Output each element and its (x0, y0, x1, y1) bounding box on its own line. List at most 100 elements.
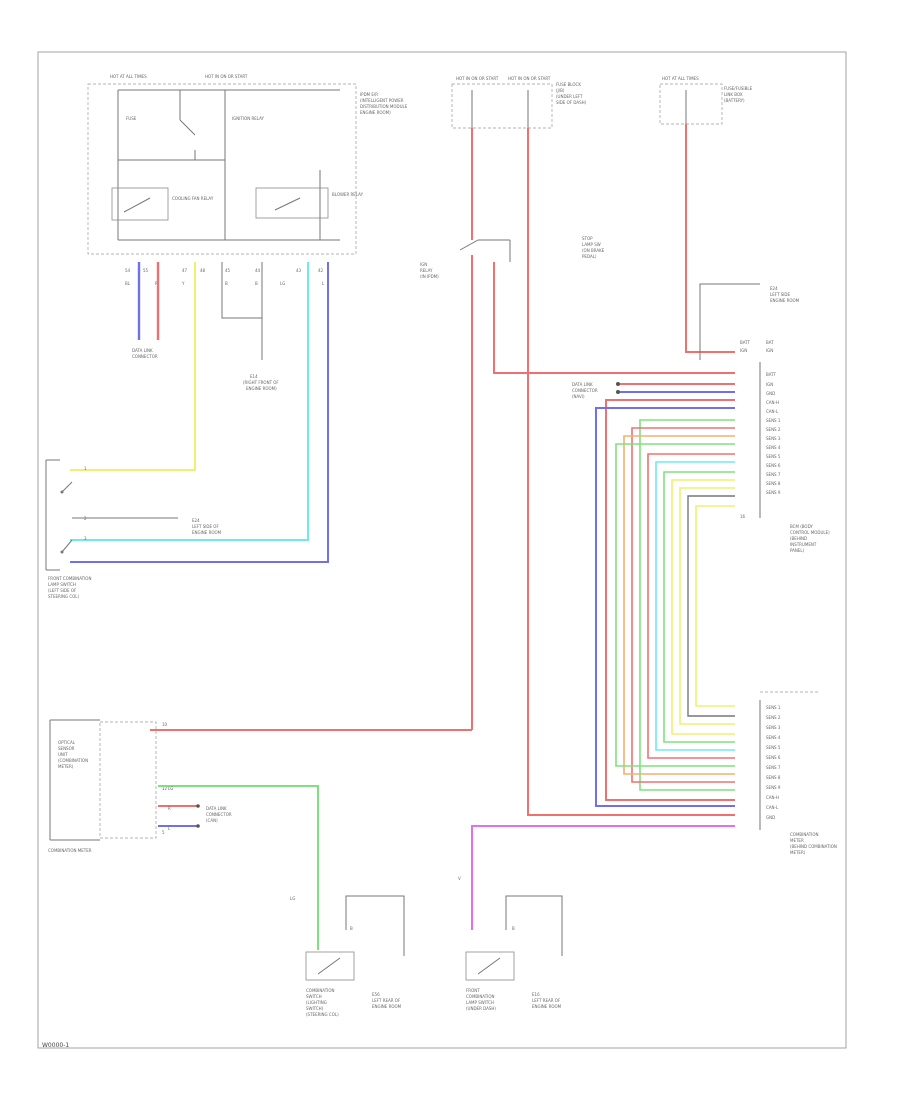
svg-text:IGN: IGN (420, 262, 427, 267)
stop-lamp-switch: STOP LAMP SW (ON BRAKE PEDAL) (582, 236, 605, 259)
svg-text:COMBINATION: COMBINATION (790, 832, 819, 837)
ipdm-pins: 54 55 47 48 45 44 43 42 BL R Y B B LG L (125, 268, 325, 286)
svg-text:SWITCH): SWITCH) (306, 1006, 324, 1011)
combination-meter-connector: SENS 1 SENS 2 SENS 3 SENS 4 SENS 5 SENS … (759, 691, 837, 855)
svg-text:SENS 4: SENS 4 (766, 445, 781, 450)
svg-text:SWITCH: SWITCH (306, 994, 322, 999)
svg-text:HOT IN ON OR START: HOT IN ON OR START (205, 74, 248, 79)
lighting-switch-icon (305, 951, 355, 981)
svg-text:CONNECTOR: CONNECTOR (132, 354, 158, 359)
svg-text:GND: GND (766, 815, 775, 820)
svg-text:SENS 9: SENS 9 (766, 785, 781, 790)
svg-text:ENGINE ROOM): ENGINE ROOM) (360, 110, 391, 115)
svg-text:ENGINE ROOM): ENGINE ROOM) (246, 386, 277, 391)
svg-text:DATA LINK: DATA LINK (206, 806, 227, 811)
svg-text:E14: E14 (250, 374, 258, 379)
svg-text:SENS 7: SENS 7 (766, 472, 781, 477)
svg-text:(INTELLIGENT POWER: (INTELLIGENT POWER (360, 98, 404, 103)
svg-text:48: 48 (200, 268, 206, 273)
svg-text:B: B (512, 926, 515, 931)
wire-red-ign (493, 262, 735, 374)
svg-text:(NAVI): (NAVI) (572, 394, 585, 399)
svg-text:LEFT REAR OF: LEFT REAR OF (372, 998, 401, 1003)
svg-text:HOT IN ON OR START: HOT IN ON OR START (508, 76, 551, 81)
svg-text:BATT: BATT (766, 372, 777, 377)
svg-text:COMBINATION: COMBINATION (306, 988, 335, 993)
svg-text:LAMP SW: LAMP SW (582, 242, 601, 247)
svg-text:DATA LINK: DATA LINK (572, 382, 593, 387)
svg-text:SENS 6: SENS 6 (766, 755, 781, 760)
wire-red-batt (685, 124, 735, 353)
svg-text:LG: LG (168, 786, 173, 791)
svg-text:UNIT: UNIT (58, 752, 68, 757)
svg-text:E16: E16 (532, 992, 540, 997)
svg-text:CAN-H: CAN-H (766, 795, 779, 800)
svg-text:LINK BOX: LINK BOX (724, 92, 743, 97)
svg-text:45: 45 (225, 268, 231, 273)
svg-text:E24: E24 (770, 286, 778, 291)
svg-text:12: 12 (162, 786, 168, 791)
svg-text:LEFT REAR OF: LEFT REAR OF (532, 998, 561, 1003)
svg-text:OPTICAL: OPTICAL (58, 740, 76, 745)
svg-text:SENS 9: SENS 9 (766, 490, 781, 495)
svg-text:SENS 2: SENS 2 (766, 427, 781, 432)
svg-text:ENGINE ROOM: ENGINE ROOM (192, 530, 222, 535)
svg-text:COMBINATION METER: COMBINATION METER (48, 848, 92, 853)
svg-text:SENS 2: SENS 2 (766, 715, 781, 720)
svg-text:HOT IN ON OR START: HOT IN ON OR START (456, 76, 499, 81)
svg-text:CONNECTOR: CONNECTOR (572, 388, 598, 393)
svg-text:Y: Y (181, 281, 185, 286)
svg-text:ENGINE ROOM: ENGINE ROOM (770, 298, 800, 303)
svg-text:(UNDER DASH): (UNDER DASH) (466, 1006, 496, 1011)
svg-text:44: 44 (255, 268, 261, 273)
svg-text:HOT AT ALL TIMES: HOT AT ALL TIMES (662, 76, 699, 81)
svg-text:LAMP SWITCH: LAMP SWITCH (48, 582, 76, 587)
svg-text:(J/B): (J/B) (556, 88, 565, 93)
svg-text:FUSE/FUSIBLE: FUSE/FUSIBLE (724, 86, 753, 91)
bottom-right-switch: V B FRONT COMBINATION LAMP SWITCH (UNDER… (458, 876, 563, 1011)
svg-text:B: B (350, 926, 353, 931)
svg-text:COMBINATION: COMBINATION (466, 994, 495, 999)
svg-text:SENS 3: SENS 3 (766, 725, 781, 730)
svg-text:LAMP SWITCH: LAMP SWITCH (466, 1000, 494, 1005)
svg-text:BLOWER RELAY: BLOWER RELAY (332, 192, 364, 197)
svg-text:(STEERING COL): (STEERING COL) (306, 1012, 339, 1017)
svg-text:SENS 5: SENS 5 (766, 454, 781, 459)
svg-text:SENSOR: SENSOR (58, 746, 75, 751)
svg-text:16: 16 (740, 514, 746, 519)
data-link-connector-navi: DATA LINK CONNECTOR (NAVI) (572, 382, 598, 399)
wire-cyan (70, 262, 309, 541)
svg-text:HOT AT ALL TIMES: HOT AT ALL TIMES (110, 74, 147, 79)
svg-text:STOP: STOP (582, 236, 593, 241)
svg-text:CAN-L: CAN-L (766, 805, 779, 810)
svg-text:BATT: BATT (740, 340, 751, 345)
bcm-connector: BATT IGN GND CAN-H CAN-L SENS 1 SENS 2 S… (740, 362, 830, 553)
svg-text:E24: E24 (192, 518, 200, 523)
diagram-code: W0000-1 (42, 1042, 69, 1049)
svg-text:SENS 8: SENS 8 (766, 481, 781, 486)
svg-text:SENS 1: SENS 1 (766, 418, 781, 423)
svg-text:(CAN): (CAN) (206, 818, 218, 823)
data-link-connector-1: DATA LINK CONNECTOR (132, 348, 158, 359)
svg-text:FUSE BLOCK: FUSE BLOCK (556, 82, 581, 87)
svg-text:CAN-L: CAN-L (766, 409, 779, 414)
svg-text:(UNDER LEFT: (UNDER LEFT (556, 94, 583, 99)
svg-text:BL: BL (125, 281, 131, 286)
svg-text:LG: LG (290, 896, 295, 901)
svg-text:FRONT: FRONT (466, 988, 480, 993)
wire-red-main-2 (527, 128, 735, 816)
svg-text:ENGINE ROOM: ENGINE ROOM (532, 1004, 562, 1009)
svg-text:V: V (458, 876, 461, 881)
svg-text:LG: LG (280, 281, 285, 286)
fusible-link-box: HOT AT ALL TIMES FUSE/FUSIBLE LINK BOX (… (659, 76, 753, 125)
svg-text:43: 43 (296, 268, 302, 273)
ground-e24-top: E24 LEFT SIDE ENGINE ROOM (770, 286, 800, 303)
svg-text:FUSE: FUSE (126, 116, 137, 121)
lamp-switch-icon (465, 951, 515, 981)
svg-text:DISTRIBUTION MODULE: DISTRIBUTION MODULE (360, 104, 408, 109)
front-combination-lamp-switch: 1 2 3 FRONT COMBINATION LAMP SWITCH (LEF… (45, 459, 222, 599)
wire-green-meter (158, 785, 319, 950)
svg-text:(ON BRAKE: (ON BRAKE (582, 248, 605, 253)
cooling-fan-relay-icon (111, 187, 169, 221)
